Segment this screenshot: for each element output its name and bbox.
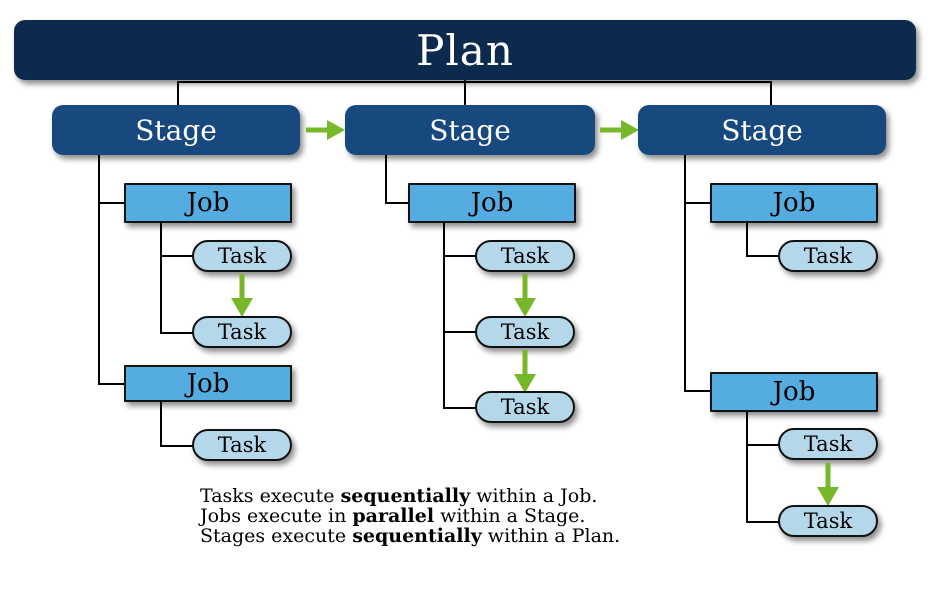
caption-line-3: Stages execute sequentially within a Pla…	[200, 526, 620, 546]
job-2-1-spine-connector	[443, 223, 445, 409]
task-pill-2-1-1[interactable]: Task	[475, 240, 575, 272]
job-3-2-spine-connector	[746, 412, 748, 523]
caption-line-1-strong: sequentially	[340, 485, 471, 507]
task-pill-1-1-2[interactable]: Task	[192, 316, 292, 348]
plan-to-stages-bus-connector	[177, 81, 772, 83]
task-sequence-arrow-2-2	[511, 350, 539, 394]
job-box-3-1[interactable]: Job	[710, 183, 878, 223]
stage-2-spine-connector	[385, 155, 387, 204]
stage-2-to-job-1-connector	[385, 202, 410, 204]
stage-3-spine-connector	[684, 155, 686, 392]
stage-box-3[interactable]: Stage	[638, 105, 886, 155]
job-3-1-spine-connector	[746, 223, 748, 257]
job-box-1-1[interactable]: Job	[124, 183, 292, 223]
caption-line-1: Tasks execute sequentially within a Job.	[200, 486, 620, 506]
job-3-2-label: Job	[772, 377, 816, 407]
job-2-1-to-task-3-connector	[443, 407, 477, 409]
caption-line-3-strong: sequentially	[352, 525, 482, 547]
job-2-1-to-task-1-connector	[443, 255, 477, 257]
task-pill-2-1-3[interactable]: Task	[475, 391, 575, 423]
job-1-1-spine-connector	[160, 223, 162, 334]
task-sequence-arrow-2-1	[511, 274, 539, 318]
task-pill-1-1-1[interactable]: Task	[192, 240, 292, 272]
task-3-2-1-label: Task	[803, 432, 853, 456]
caption-line-2: Jobs execute in parallel within a Stage.	[200, 506, 620, 526]
caption-line-2-pre: Jobs execute in	[200, 505, 353, 527]
plan-bar[interactable]: Plan	[14, 20, 916, 80]
stage-1-spine-connector	[98, 155, 100, 385]
caption-line-1-post: within a Job.	[470, 485, 598, 507]
job-3-1-to-task-1-connector	[746, 255, 780, 257]
stage-3-label: Stage	[721, 113, 803, 147]
job-box-1-2[interactable]: Job	[124, 365, 292, 402]
task-pill-2-1-2[interactable]: Task	[475, 316, 575, 348]
job-2-1-to-task-2-connector	[443, 331, 477, 333]
bus-drop-stage-2-connector	[464, 81, 466, 107]
task-3-1-1-label: Task	[803, 244, 853, 268]
job-box-2-1[interactable]: Job	[408, 183, 576, 223]
stage-1-to-job-1-connector	[98, 202, 126, 204]
bus-drop-stage-3-connector	[770, 81, 772, 107]
stage-1-label: Stage	[135, 113, 217, 147]
stage-box-2[interactable]: Stage	[345, 105, 595, 155]
task-pill-3-2-1[interactable]: Task	[778, 428, 878, 460]
stage-3-to-job-1-connector	[684, 202, 712, 204]
job-3-2-to-task-1-connector	[746, 444, 780, 446]
task-pill-1-2-1[interactable]: Task	[192, 429, 292, 461]
task-2-1-1-label: Task	[500, 244, 550, 268]
task-pill-3-2-2[interactable]: Task	[778, 505, 878, 537]
job-3-1-label: Job	[772, 188, 816, 218]
bus-drop-stage-1-connector	[177, 81, 179, 107]
task-3-2-2-label: Task	[803, 509, 853, 533]
stage-1-to-job-2-connector	[98, 383, 126, 385]
caption-line-1-pre: Tasks execute	[200, 485, 341, 507]
stage-2-to-stage-3-arrow	[600, 118, 640, 142]
caption-line-3-post: within a Plan.	[481, 525, 621, 547]
job-1-1-label: Job	[186, 188, 230, 218]
job-1-1-to-task-1-connector	[160, 255, 194, 257]
task-sequence-arrow-3-1	[814, 463, 842, 507]
job-1-2-spine-connector	[160, 402, 162, 447]
stage-1-to-stage-2-arrow	[306, 118, 346, 142]
task-1-2-1-label: Task	[217, 433, 267, 457]
job-1-1-to-task-2-connector	[160, 332, 194, 334]
stage-3-to-job-2-connector	[684, 390, 712, 392]
job-1-2-label: Job	[186, 368, 230, 399]
job-3-2-to-task-2-connector	[746, 521, 780, 523]
task-1-1-1-label: Task	[217, 244, 267, 268]
job-box-3-2[interactable]: Job	[710, 372, 878, 412]
plan-label: Plan	[416, 25, 514, 75]
task-sequence-arrow-1-1	[228, 274, 256, 318]
job-2-1-label: Job	[470, 188, 514, 218]
stage-box-1[interactable]: Stage	[52, 105, 300, 155]
task-2-1-3-label: Task	[500, 395, 550, 419]
caption-block: Tasks execute sequentially within a Job.…	[200, 486, 620, 546]
task-2-1-2-label: Task	[500, 320, 550, 344]
caption-line-2-strong: parallel	[352, 505, 435, 527]
stage-2-label: Stage	[429, 113, 511, 147]
caption-line-2-post: within a Stage.	[434, 505, 586, 527]
task-1-1-2-label: Task	[217, 320, 267, 344]
caption-line-3-pre: Stages execute	[200, 525, 353, 547]
task-pill-3-1-1[interactable]: Task	[778, 240, 878, 272]
job-1-2-to-task-1-connector	[160, 445, 194, 447]
